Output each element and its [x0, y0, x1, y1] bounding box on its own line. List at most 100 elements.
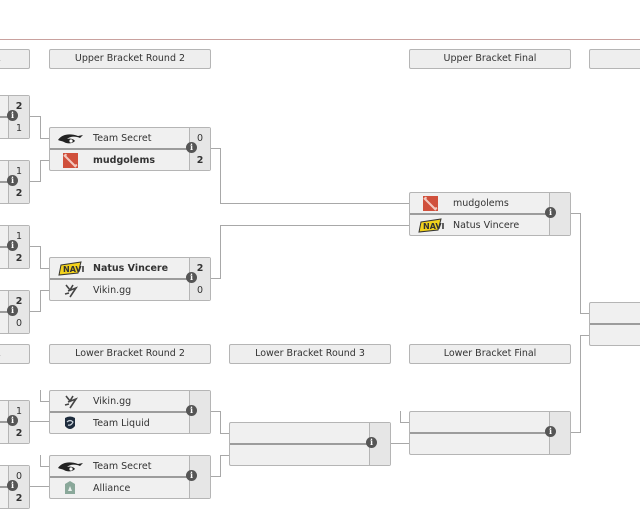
team-row[interactable]: mudgolems — [50, 150, 210, 171]
bracket-connector — [400, 422, 409, 423]
bracket-connector — [30, 116, 40, 117]
alliance-icon — [65, 481, 75, 494]
header-lb-final: Lower Bracket Final — [409, 344, 571, 364]
info-icon[interactable]: i — [545, 426, 556, 437]
score: 2 — [196, 263, 204, 274]
bracket-connector — [400, 411, 401, 422]
header-ub-round-1: 1 — [0, 49, 30, 69]
info-icon[interactable]: i — [7, 415, 18, 426]
bracket-connector — [211, 278, 220, 279]
info-icon[interactable]: i — [7, 240, 18, 251]
team-secret-icon — [58, 462, 83, 472]
vikin-icon — [64, 284, 79, 298]
score: 0 — [196, 133, 204, 144]
bracket-connector — [40, 290, 41, 312]
bracket-connector — [220, 455, 229, 456]
ub-r1-match-4[interactable]: 2 0 — [0, 290, 30, 334]
score: 1 — [15, 406, 23, 417]
team-name: Team Secret — [93, 133, 152, 144]
ub-r2-match-1[interactable]: Team Secret mudgolems 0 2 — [49, 127, 211, 171]
lb-final-match[interactable] — [409, 411, 571, 455]
bracket-connector — [571, 432, 580, 433]
svg-text:NAVI: NAVI — [63, 265, 84, 274]
team-row[interactable]: Alliance — [50, 478, 210, 499]
info-icon[interactable]: i — [7, 305, 18, 316]
score — [190, 478, 210, 499]
team-row[interactable]: mudgolems — [410, 193, 570, 214]
team-name: mudgolems — [93, 155, 156, 166]
bracket-connector — [40, 116, 41, 138]
bracket-connector — [220, 225, 221, 279]
navi-icon: NAVI — [58, 261, 84, 276]
ub-final-match[interactable]: mudgolems NAVI Natus Vincere — [409, 192, 571, 236]
score — [550, 215, 570, 236]
bracket-connector — [40, 390, 41, 401]
info-icon[interactable]: i — [186, 405, 197, 416]
navi-icon: NAVI — [418, 218, 444, 233]
score: 1 — [15, 231, 23, 242]
lb-r2-match-1[interactable]: Vikin.gg Team Liquid — [49, 390, 211, 434]
team-name: Natus Vincere — [93, 263, 169, 274]
bracket-connector — [40, 401, 49, 402]
bracket-connector — [30, 311, 40, 312]
bracket-connector — [211, 148, 220, 149]
match-divider — [590, 323, 640, 325]
bracket-connector — [580, 313, 589, 314]
bracket-connector — [40, 138, 49, 139]
team-row[interactable]: Team Secret — [50, 456, 210, 477]
score: 1 — [15, 123, 23, 134]
score: 0 — [15, 318, 23, 329]
team-row[interactable]: Vikin.gg — [50, 280, 210, 301]
team-name: Natus Vincere — [453, 220, 520, 231]
bracket-connector — [40, 268, 49, 269]
team-row[interactable]: NAVI Natus Vincere — [50, 258, 210, 279]
bracket-connector — [220, 203, 409, 204]
info-icon[interactable]: i — [7, 480, 18, 491]
ub-r1-match-1[interactable]: 2 1 — [0, 95, 30, 139]
bracket-connector — [30, 486, 49, 487]
info-icon[interactable]: i — [7, 175, 18, 186]
score: 1 — [15, 166, 23, 177]
header-grand-final — [589, 49, 640, 69]
bracket-connector — [220, 225, 409, 226]
score — [190, 413, 210, 434]
bracket-connector — [40, 455, 41, 466]
ub-r2-match-2[interactable]: NAVI Natus Vincere Vikin.gg 2 0 — [49, 257, 211, 301]
grand-final-match[interactable] — [589, 302, 640, 346]
team-row[interactable]: Vikin.gg — [50, 391, 210, 412]
bracket-connector — [211, 476, 220, 477]
team-row[interactable]: NAVI Natus Vincere — [410, 215, 570, 236]
header-lb-round-3: Lower Bracket Round 3 — [229, 344, 391, 364]
bracket-connector — [211, 411, 220, 412]
bracket-connector — [391, 443, 409, 444]
bracket-connector — [220, 148, 221, 203]
header-lb-round-2: Lower Bracket Round 2 — [49, 344, 211, 364]
info-icon[interactable]: i — [545, 207, 556, 218]
info-icon[interactable]: i — [186, 142, 197, 153]
info-icon[interactable]: i — [186, 272, 197, 283]
bracket-connector — [220, 433, 229, 434]
info-icon[interactable]: i — [186, 470, 197, 481]
match-divider — [50, 411, 210, 413]
info-icon[interactable]: i — [7, 110, 18, 121]
header-ub-round-2: Upper Bracket Round 2 — [49, 49, 211, 69]
bracket-connector — [580, 335, 589, 336]
match-divider — [230, 443, 390, 445]
bracket-connector — [220, 411, 221, 433]
match-divider — [410, 213, 570, 215]
team-row[interactable]: Team Liquid — [50, 413, 210, 434]
top-divider — [0, 39, 640, 40]
bracket-connector — [30, 421, 49, 422]
team-name: Team Liquid — [93, 418, 150, 429]
score: 2 — [15, 296, 23, 307]
lb-r2-match-2[interactable]: Team Secret Alliance — [49, 455, 211, 499]
team-name: Vikin.gg — [93, 285, 132, 296]
liquid-icon — [65, 416, 75, 429]
team-row[interactable]: Team Secret — [50, 128, 210, 149]
dota-icon — [423, 196, 438, 211]
score: 2 — [15, 493, 23, 504]
info-icon[interactable]: i — [366, 437, 377, 448]
bracket-connector — [580, 213, 581, 313]
header-lb-round-1: 1 — [0, 344, 30, 364]
match-divider — [50, 148, 210, 150]
